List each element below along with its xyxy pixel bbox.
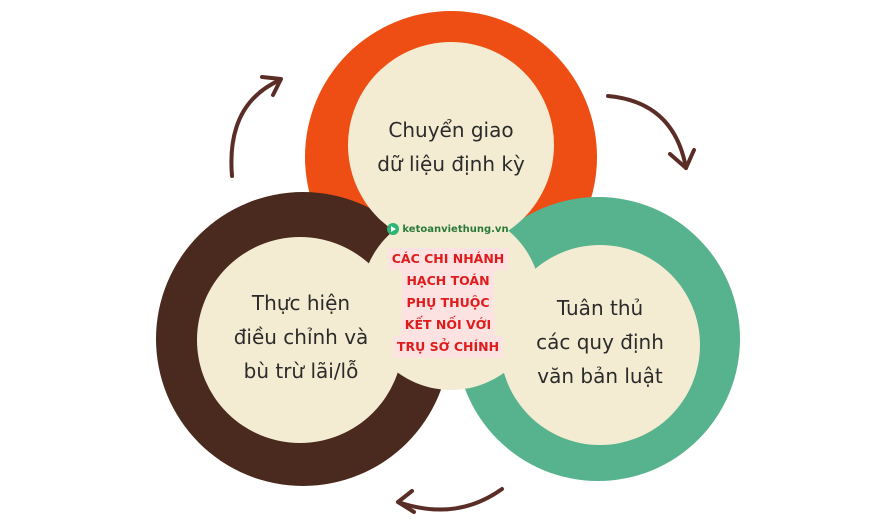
inner-disc-right [500,245,700,445]
center-line-4: KẾT NỐI VỚI [400,314,496,336]
center-title: CÁC CHI NHÁNH HẠCH TOÁN PHỤ THUỘC KẾT NỐ… [387,248,509,358]
center-label: ketoanviethung.vn CÁC CHI NHÁNH HẠCH TOÁ… [380,220,516,370]
label-right-line-2: các quy định [536,330,664,354]
label-left: Thực hiện điều chỉnh và bù trừ lãi/lỗ [218,285,384,389]
inner-disc-top [348,42,554,248]
label-left-line-2: điều chỉnh và [233,325,369,349]
play-logo-icon [387,223,400,235]
label-right: Tuân thủ các quy định văn bản luật [520,290,680,394]
center-line-3: PHỤ THUỘC [402,292,494,314]
center-line-2: HẠCH TOÁN [402,270,494,292]
arrow-top-left-icon [229,75,283,178]
arrow-top-right-icon [606,94,696,170]
label-top: Chuyển giao dữ liệu định kỳ [358,112,544,182]
label-left-line-1: Thực hiện [251,291,351,315]
label-right-line-3: văn bản luật [537,364,663,388]
label-right-line-1: Tuân thủ [556,296,644,320]
center-line-1: CÁC CHI NHÁNH [387,248,509,270]
logo: ketoanviethung.vn [387,220,509,238]
arrow-bottom-icon [396,487,504,514]
label-top-line-2: dữ liệu định kỳ [377,152,525,176]
inner-disc-left [197,237,403,443]
label-top-line-1: Chuyển giao [388,118,514,142]
center-line-5: TRỤ SỞ CHÍNH [392,336,504,358]
label-left-line-3: bù trừ lãi/lỗ [243,359,359,383]
logo-text: ketoanviethung.vn [402,223,509,235]
